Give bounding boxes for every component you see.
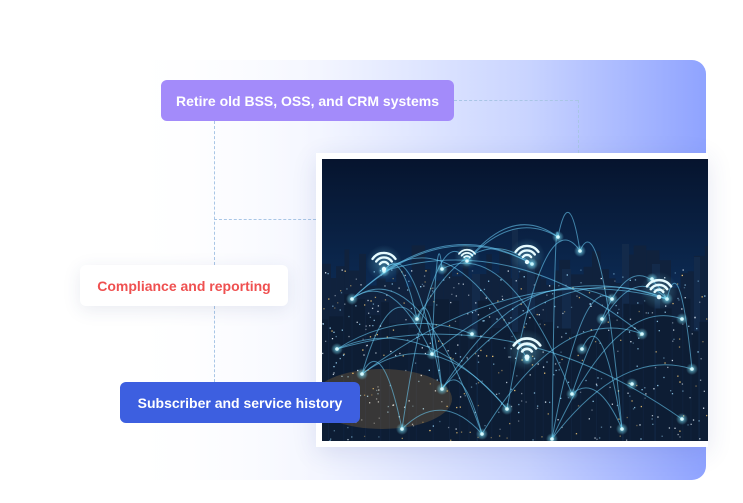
wifi-icon	[366, 245, 402, 281]
retire-systems-label: Retire old BSS, OSS, and CRM systems	[161, 80, 454, 121]
connector-retire-down-right	[578, 100, 579, 153]
wifi-icon	[506, 329, 548, 371]
wifi-icon	[640, 271, 678, 310]
wifi-icon	[509, 238, 545, 274]
subscriber-history-text: Subscriber and service history	[137, 394, 343, 411]
background-fade	[0, 0, 320, 503]
wifi-icon	[454, 244, 480, 270]
connector-to-photo	[214, 219, 316, 220]
compliance-reporting-label: Compliance and reporting	[80, 265, 288, 306]
subscriber-history-label: Subscriber and service history	[120, 382, 360, 423]
connector-main-vertical	[214, 121, 215, 265]
city-network-photo	[322, 159, 708, 441]
compliance-reporting-text: Compliance and reporting	[97, 277, 271, 294]
city-night-image	[322, 159, 708, 441]
photo-frame	[316, 153, 708, 447]
connector-lower-vertical	[214, 306, 215, 382]
retire-systems-text: Retire old BSS, OSS, and CRM systems	[176, 92, 439, 109]
connector-retire-right	[454, 100, 578, 101]
